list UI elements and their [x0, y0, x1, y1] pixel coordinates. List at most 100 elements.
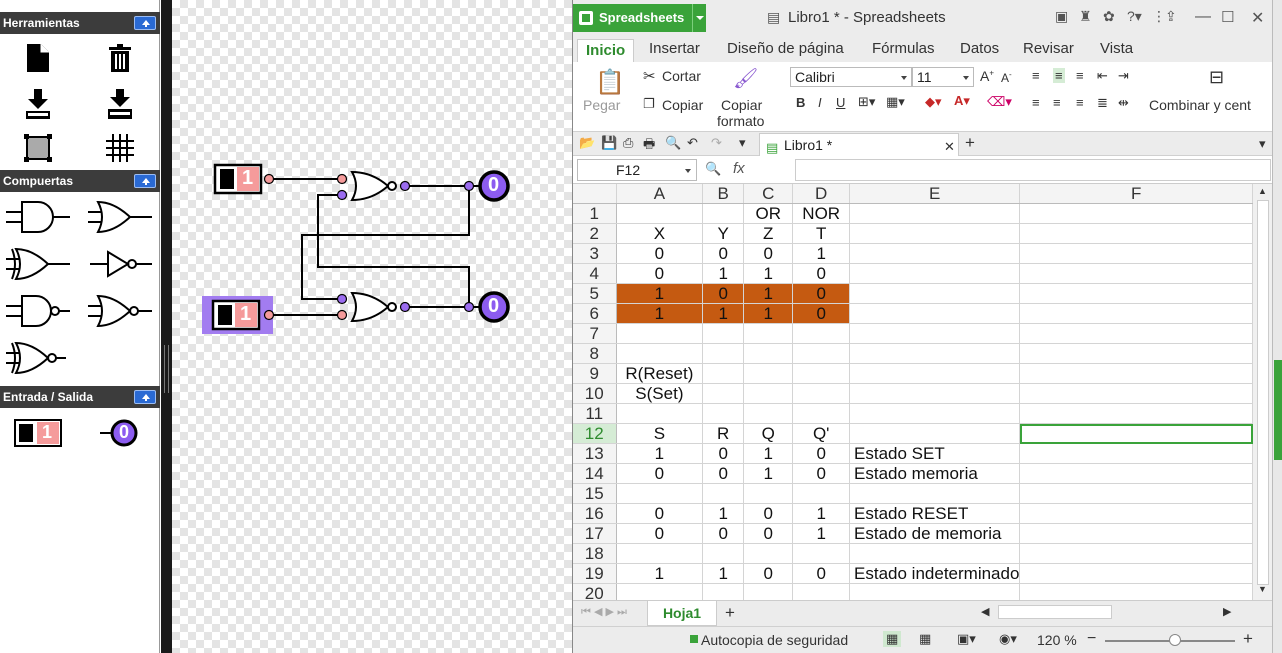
row-header[interactable]: 16	[573, 503, 617, 524]
collapse-up-icon[interactable]	[134, 390, 156, 404]
app-menu-button[interactable]: Spreadsheets	[573, 4, 706, 32]
cell-c15[interactable]	[743, 483, 794, 504]
cell-e13[interactable]: Estado SET	[849, 443, 1021, 464]
cell-f15[interactable]	[1019, 483, 1253, 504]
row-header[interactable]: 8	[573, 343, 617, 364]
cell-e8[interactable]	[849, 343, 1021, 364]
cell-e14[interactable]: Estado memoria	[849, 463, 1021, 484]
cell-c3[interactable]: 0	[743, 243, 794, 264]
row-header[interactable]: 5	[573, 283, 617, 304]
maximize-icon[interactable]: ☐	[1221, 9, 1235, 26]
cell-c17[interactable]: 0	[743, 523, 794, 544]
clear-format-icon[interactable]: ⌫▾	[987, 94, 1012, 109]
close-icon[interactable]: ✕	[1251, 10, 1265, 27]
tab-revisar[interactable]: Revisar	[1023, 40, 1074, 57]
vertical-scroll-thumb[interactable]	[1257, 200, 1269, 585]
cell-d3[interactable]: 1	[792, 243, 851, 264]
cell-c9[interactable]	[743, 363, 794, 384]
font-grow-icon[interactable]: A+	[980, 68, 995, 84]
cell-f17[interactable]	[1019, 523, 1253, 544]
cell-a7[interactable]	[616, 323, 704, 344]
output-led-tool[interactable]: 0	[100, 419, 144, 447]
horizontal-scroll-thumb[interactable]	[998, 605, 1112, 619]
nand-gate-icon[interactable]	[6, 295, 70, 327]
scroll-left-icon[interactable]: ◀	[981, 606, 990, 618]
cell-e16[interactable]: Estado RESET	[849, 503, 1021, 524]
cell-e9[interactable]	[849, 363, 1021, 384]
cell-a6[interactable]: 1	[616, 303, 704, 324]
align-left-icon[interactable]: ≡	[1032, 95, 1040, 110]
cell-a16[interactable]: 0	[616, 503, 704, 524]
cell-e15[interactable]	[849, 483, 1021, 504]
redo-icon[interactable]: ↷	[711, 135, 722, 150]
cell-a15[interactable]	[616, 483, 704, 504]
chat-icon[interactable]: ✿	[1103, 8, 1115, 24]
row-header[interactable]: 13	[573, 443, 617, 464]
cell-e7[interactable]	[849, 323, 1021, 344]
cell-e20[interactable]	[849, 583, 1021, 600]
cell-c1[interactable]: OR	[743, 203, 794, 224]
cell-c14[interactable]: 1	[743, 463, 794, 484]
cell-e4[interactable]	[849, 263, 1021, 284]
grid-icon[interactable]	[100, 128, 140, 168]
cell-d19[interactable]: 0	[792, 563, 851, 584]
font-shrink-icon[interactable]: A-	[1001, 70, 1012, 85]
distribute-icon[interactable]: ⇹	[1118, 95, 1129, 110]
align-right-icon[interactable]: ≡	[1076, 95, 1084, 110]
cell-d11[interactable]	[792, 403, 851, 424]
sheet-nav-icons[interactable]: ⏮ ◀ ▶ ⏭	[581, 606, 627, 618]
cell-d2[interactable]: T	[792, 223, 851, 244]
collapse-up-icon[interactable]	[134, 16, 156, 30]
row-header[interactable]: 1	[573, 203, 617, 224]
scroll-down-icon[interactable]: ▼	[1258, 584, 1267, 594]
cell-a18[interactable]	[616, 543, 704, 564]
or-gate-icon[interactable]	[88, 200, 152, 234]
cell-f1[interactable]	[1019, 203, 1253, 224]
cell-a19[interactable]: 1	[616, 563, 704, 584]
cell-c12[interactable]: Q	[743, 423, 794, 444]
cut-button[interactable]: Cortar	[662, 68, 701, 84]
cell-b8[interactable]	[702, 343, 745, 364]
backup-status[interactable]: Autocopia de seguridad	[701, 632, 849, 648]
section-header-compuertas[interactable]: Compuertas	[0, 170, 160, 192]
row-header[interactable]: 6	[573, 303, 617, 324]
cell-d15[interactable]	[792, 483, 851, 504]
indent-decrease-icon[interactable]: ⇤	[1097, 68, 1108, 83]
normal-view-icon[interactable]: ▦	[883, 631, 902, 647]
cell-f18[interactable]	[1019, 543, 1253, 564]
cell-e11[interactable]	[849, 403, 1021, 424]
cell-e19[interactable]: Estado indeterminado	[849, 563, 1021, 584]
underline-icon[interactable]: U	[836, 95, 846, 110]
indent-increase-icon[interactable]: ⇥	[1118, 68, 1129, 83]
output-led-bottom[interactable]	[463, 291, 510, 323]
cell-a4[interactable]: 0	[616, 263, 704, 284]
italic-icon[interactable]: I	[818, 95, 822, 110]
cell-b11[interactable]	[702, 403, 745, 424]
cell-b10[interactable]	[702, 383, 745, 404]
cell-f19[interactable]	[1019, 563, 1253, 584]
cell-f4[interactable]	[1019, 263, 1253, 284]
sheet-tab-hoja1[interactable]: Hoja1	[647, 601, 717, 626]
collapse-up-icon[interactable]	[134, 174, 156, 188]
input-switch-tool[interactable]: 1	[14, 419, 64, 447]
cell-e17[interactable]: Estado de memoria	[849, 523, 1021, 544]
align-middle-icon[interactable]: ≡	[1053, 68, 1065, 83]
cell-a3[interactable]: 0	[616, 243, 704, 264]
row-header[interactable]: 14	[573, 463, 617, 484]
cell-c2[interactable]: Z	[743, 223, 794, 244]
page-layout-icon[interactable]: ▣▾	[957, 631, 976, 646]
cell-b5[interactable]: 0	[702, 283, 745, 304]
cell-b7[interactable]	[702, 323, 745, 344]
name-box[interactable]: F12	[577, 159, 697, 181]
cell-f5[interactable]	[1019, 283, 1253, 304]
cell-e2[interactable]	[849, 223, 1021, 244]
row-header[interactable]: 15	[573, 483, 617, 504]
tab-datos[interactable]: Datos	[960, 40, 1000, 57]
cell-d12[interactable]: Q'	[792, 423, 851, 444]
nor-gate-bottom[interactable]	[336, 291, 411, 323]
cell-e12[interactable]	[849, 423, 1021, 444]
cell-f7[interactable]	[1019, 323, 1253, 344]
column-header-d[interactable]: D	[792, 184, 851, 204]
cell-f6[interactable]	[1019, 303, 1253, 324]
cell-d18[interactable]	[792, 543, 851, 564]
